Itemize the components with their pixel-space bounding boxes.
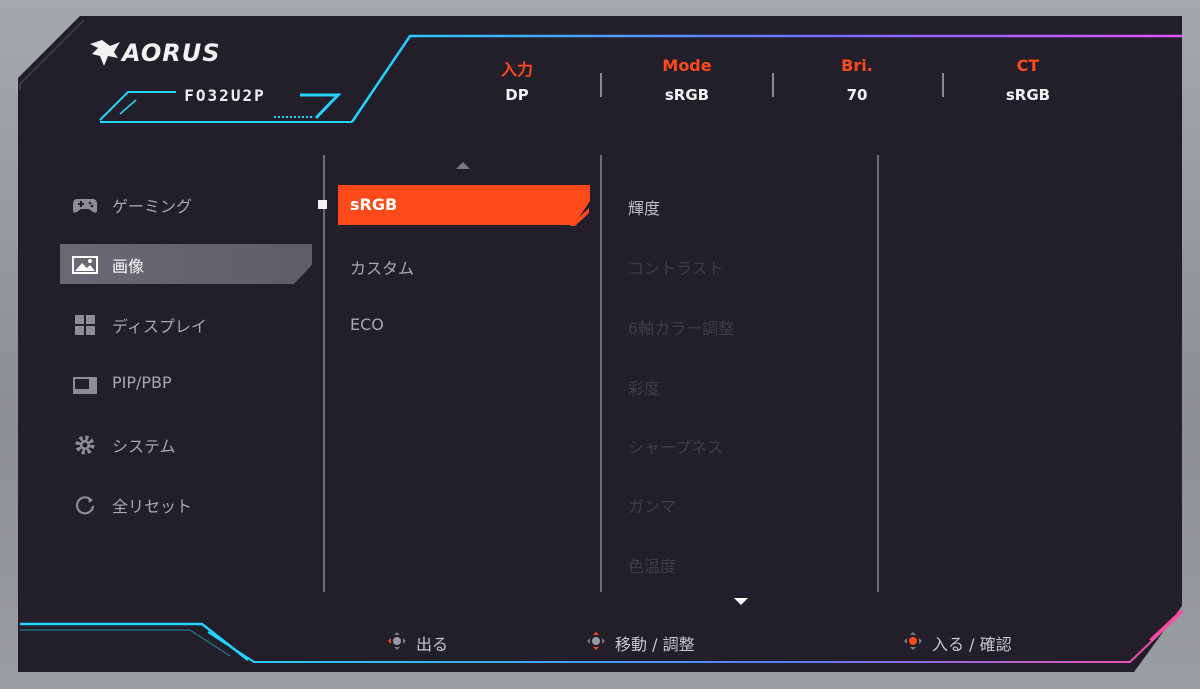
selection-marker bbox=[318, 200, 327, 209]
mode-item-custom[interactable]: カスタム bbox=[338, 245, 590, 285]
joystick-left-icon bbox=[388, 632, 406, 650]
menu-item-label: PIP/PBP bbox=[112, 373, 172, 392]
hint-move-adjust-label: 移動 / 調整 bbox=[615, 635, 695, 654]
reset-icon bbox=[75, 496, 95, 515]
status-divider bbox=[600, 73, 602, 97]
mode-item-eco[interactable]: ECO bbox=[338, 305, 590, 345]
status-brightness-value: 70 bbox=[846, 86, 868, 104]
mode-item-label: sRGB bbox=[350, 195, 398, 214]
status-divider bbox=[772, 73, 774, 97]
setting-brightness[interactable]: 輝度 bbox=[628, 199, 661, 218]
setting-six-axis-color[interactable]: 6軸カラー調整 bbox=[628, 319, 735, 338]
aorus-logo: AORUS bbox=[88, 36, 260, 76]
pip-icon bbox=[73, 377, 97, 394]
joystick-updown-icon bbox=[587, 632, 605, 650]
status-input-label: 入力 bbox=[500, 60, 533, 79]
setting-sharpness[interactable]: シャープネス bbox=[628, 438, 724, 457]
grid-icon bbox=[75, 315, 95, 335]
menu-item-reset[interactable]: 全リセット bbox=[60, 484, 312, 524]
status-color-temp: CT sRGB bbox=[953, 56, 1103, 104]
column-divider bbox=[877, 155, 879, 592]
menu-item-label: 全リセット bbox=[112, 497, 193, 516]
joystick-press-icon bbox=[904, 632, 922, 650]
status-brightness: Bri. 70 bbox=[782, 56, 932, 104]
gear-icon bbox=[75, 435, 95, 455]
status-input: 入力 DP bbox=[442, 56, 592, 104]
status-mode-value: sRGB bbox=[664, 86, 710, 104]
hint-exit-label: 出る bbox=[416, 635, 449, 654]
column-divider bbox=[323, 155, 325, 592]
scroll-up-arrow-icon[interactable] bbox=[455, 160, 471, 170]
menu-item-label: システム bbox=[112, 437, 176, 456]
scroll-down-arrow-icon[interactable] bbox=[733, 597, 749, 607]
logo-text: AORUS bbox=[122, 39, 221, 67]
menu-item-gaming[interactable]: ゲーミング bbox=[60, 184, 312, 224]
status-input-value: DP bbox=[505, 86, 529, 104]
mode-item-srgb[interactable]: sRGB bbox=[338, 185, 590, 225]
gamepad-icon bbox=[73, 199, 97, 213]
column-divider bbox=[600, 155, 602, 592]
menu-item-picture[interactable]: 画像 bbox=[60, 244, 312, 284]
status-mode-label: Mode bbox=[662, 56, 712, 75]
picture-icon bbox=[72, 256, 98, 274]
mode-item-label: ECO bbox=[350, 315, 384, 334]
menu-item-display[interactable]: ディスプレイ bbox=[60, 304, 312, 344]
setting-color-temperature[interactable]: 色温度 bbox=[628, 557, 677, 576]
menu-item-label: ゲーミング bbox=[112, 197, 193, 216]
setting-contrast[interactable]: コントラスト bbox=[628, 259, 724, 278]
status-divider bbox=[942, 73, 944, 97]
active-corner-accent bbox=[570, 208, 589, 226]
menu-item-system[interactable]: システム bbox=[60, 424, 312, 464]
status-mode: Mode sRGB bbox=[612, 56, 762, 104]
hint-enter-confirm-label: 入る / 確認 bbox=[932, 635, 1012, 654]
menu-item-label: 画像 bbox=[112, 257, 145, 276]
setting-saturation[interactable]: 彩度 bbox=[628, 379, 661, 398]
menu-item-label: ディスプレイ bbox=[112, 317, 207, 336]
eagle-logo-icon bbox=[90, 40, 120, 66]
menu-item-pip-pbp[interactable]: PIP/PBP bbox=[60, 364, 312, 404]
status-brightness-label: Bri. bbox=[841, 56, 873, 75]
setting-gamma[interactable]: ガンマ bbox=[628, 497, 677, 516]
status-color-temp-value: sRGB bbox=[1005, 86, 1051, 104]
status-color-temp-label: CT bbox=[1016, 56, 1040, 75]
mode-item-label: カスタム bbox=[350, 259, 415, 278]
monitor-model: FO32U2P bbox=[184, 86, 266, 105]
